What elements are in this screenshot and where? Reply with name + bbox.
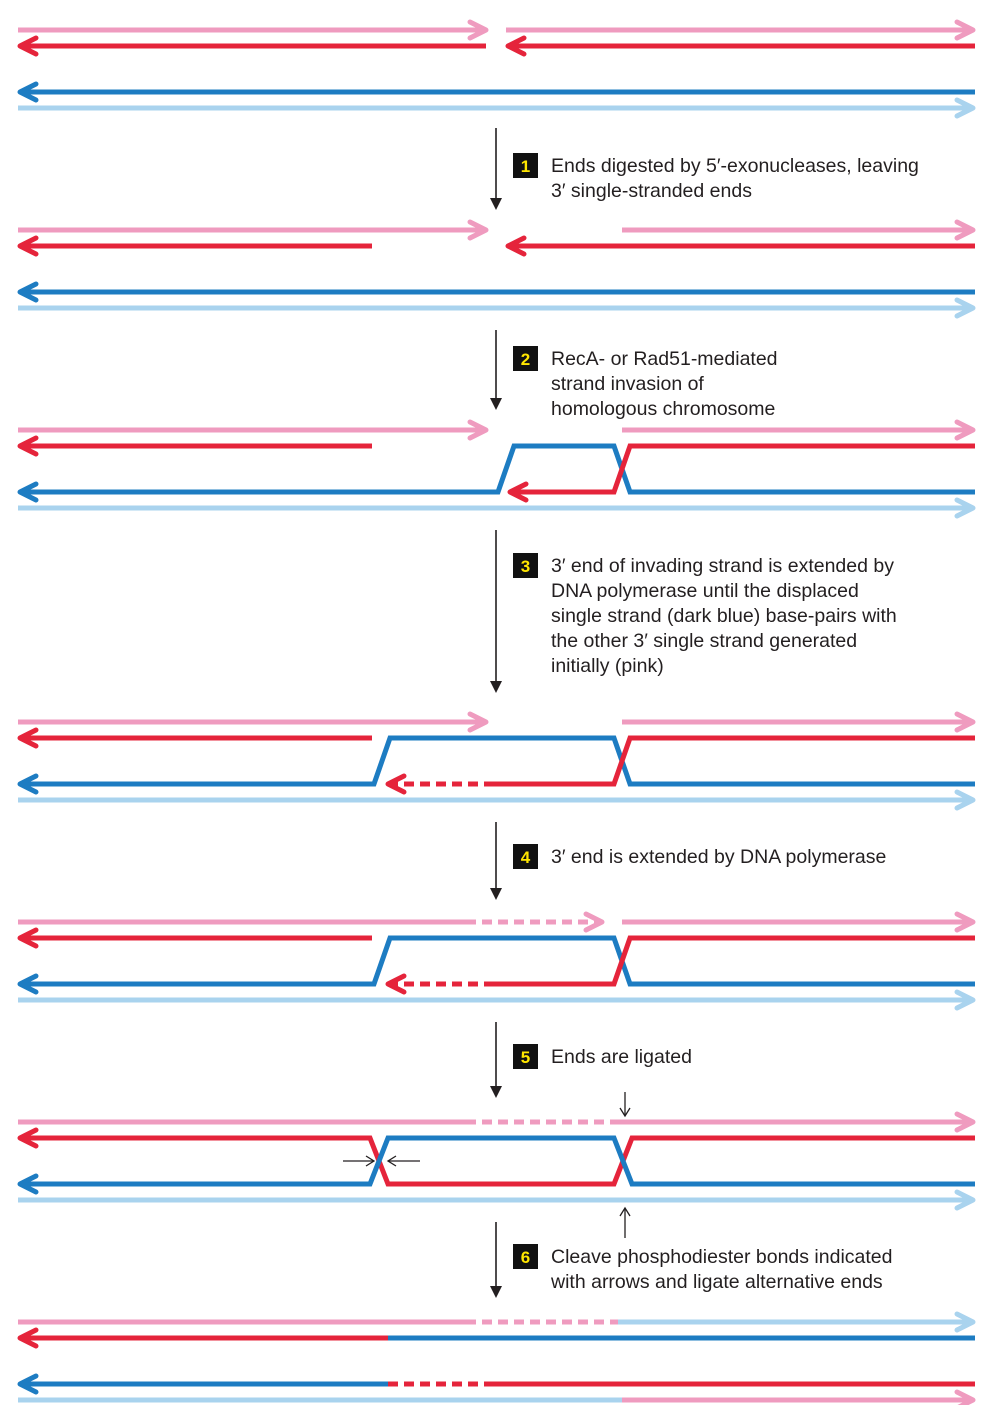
flow-arrowhead	[490, 888, 502, 900]
step-1-line-1: Ends digested by 5′-exonucleases, leavin…	[551, 155, 919, 177]
strand-red-right-crossing	[494, 1135, 975, 1187]
step-6: 6 Cleave phosphodiester bonds indicated …	[513, 1244, 893, 1293]
arrowhead-pink	[583, 911, 605, 933]
step-5-number: 5	[521, 1048, 530, 1067]
step-2-line-2: strand invasion of	[551, 373, 704, 395]
arrowhead-red	[17, 927, 39, 949]
arrowhead-dark-blue	[17, 281, 39, 303]
strand-dark-blue-crossing	[20, 1135, 975, 1187]
step-3-line-5: initially (pink)	[551, 655, 664, 677]
flow-arrowhead	[490, 1086, 502, 1098]
step-3-line-4: the other 3′ single strand generated	[551, 630, 857, 652]
arrowhead-light-blue	[954, 989, 976, 1011]
arrowhead-red	[385, 973, 407, 995]
arrowhead-light-blue	[954, 297, 976, 319]
step-4-line-1: 3′ end is extended by DNA polymerase	[551, 846, 886, 868]
process-arrows	[490, 128, 502, 1298]
step-1-line-2: 3′ single-stranded ends	[551, 180, 752, 202]
strand-dark-blue-displaced	[20, 735, 975, 787]
cleavage-arrowhead-right	[386, 1155, 397, 1167]
dna-strands	[17, 19, 976, 1405]
arrowhead-dark-blue	[17, 481, 39, 503]
step-3-number: 3	[521, 557, 530, 576]
arrowhead-red	[17, 435, 39, 457]
flow-arrowhead	[490, 1286, 502, 1298]
step-3-badge	[513, 553, 538, 578]
arrowhead-dark-blue	[17, 773, 39, 795]
strand-red-invading	[494, 735, 975, 787]
step-2-number: 2	[521, 350, 530, 369]
step-3-line-3: single strand (dark blue) base-pairs wit…	[551, 605, 897, 627]
arrowhead-pink	[954, 1111, 976, 1133]
arrowhead-red	[17, 727, 39, 749]
arrowhead-dark-blue	[17, 81, 39, 103]
step-4-badge	[513, 844, 538, 869]
step-1: 1 Ends digested by 5′-exonucleases, leav…	[513, 153, 919, 202]
arrowhead-red	[17, 1127, 39, 1149]
step-2: 2 RecA- or Rad51-mediated strand invasio…	[513, 346, 778, 420]
arrowhead-pink	[954, 419, 976, 441]
strand-dark-blue-displaced	[20, 443, 975, 495]
step-6-badge	[513, 1244, 538, 1269]
arrowhead-pink	[954, 19, 976, 41]
arrowhead-pink	[467, 19, 489, 41]
step-4-number: 4	[521, 848, 531, 867]
step-4: 4 3′ end is extended by DNA polymerase	[513, 844, 886, 869]
arrowhead-pink	[954, 219, 976, 241]
arrowhead-light-blue	[954, 97, 976, 119]
arrowhead-pink	[954, 911, 976, 933]
cleavage-arrowhead-top	[619, 1107, 631, 1118]
cleavage-arrowhead-left	[365, 1155, 376, 1167]
arrowhead-light-blue	[954, 497, 976, 519]
arrowhead-pink	[467, 419, 489, 441]
step-2-line-1: RecA- or Rad51-mediated	[551, 348, 778, 370]
strand-red-invading	[510, 443, 975, 495]
arrowhead-red	[507, 481, 529, 503]
arrowhead-pink	[467, 219, 489, 241]
strand-dark-blue-displaced	[20, 935, 975, 987]
cleavage-arrowhead-bottom	[619, 1206, 631, 1217]
step-2-badge	[513, 346, 538, 371]
flow-arrowhead	[490, 198, 502, 210]
arrowhead-red	[505, 235, 527, 257]
arrowhead-light-blue	[954, 1311, 976, 1333]
strand-red-invading	[494, 935, 975, 987]
arrowhead-pink	[467, 711, 489, 733]
step-1-number: 1	[521, 157, 530, 176]
arrowhead-dark-blue	[17, 1373, 39, 1395]
arrowhead-red	[505, 35, 527, 57]
arrowhead-light-blue	[954, 1189, 976, 1211]
arrowhead-light-blue	[954, 789, 976, 811]
step-3: 3 3′ end of invading strand is extended …	[513, 553, 897, 677]
flow-arrowhead	[490, 681, 502, 693]
step-6-number: 6	[521, 1248, 530, 1267]
step-5-line-1: Ends are ligated	[551, 1046, 692, 1068]
step-6-line-2: with arrows and ligate alternative ends	[550, 1271, 883, 1293]
step-5: 5 Ends are ligated	[513, 1044, 692, 1069]
step-1-badge	[513, 153, 538, 178]
strand-red-left-crossing	[20, 1135, 494, 1187]
arrowhead-dark-blue	[17, 1173, 39, 1195]
step-5-badge	[513, 1044, 538, 1069]
step-3-line-2: DNA polymerase until the displaced	[551, 580, 859, 602]
arrowhead-red	[17, 235, 39, 257]
arrowhead-red	[385, 773, 407, 795]
arrowhead-red	[17, 1327, 39, 1349]
arrowhead-dark-blue	[17, 973, 39, 995]
arrowhead-red	[17, 35, 39, 57]
arrowhead-pink	[954, 1389, 976, 1405]
arrowhead-pink	[954, 711, 976, 733]
flow-arrowhead	[490, 398, 502, 410]
step-3-line-1: 3′ end of invading strand is extended by	[551, 555, 894, 577]
step-2-line-3: homologous chromosome	[551, 398, 775, 420]
step-6-line-1: Cleave phosphodiester bonds indicated	[551, 1246, 893, 1268]
